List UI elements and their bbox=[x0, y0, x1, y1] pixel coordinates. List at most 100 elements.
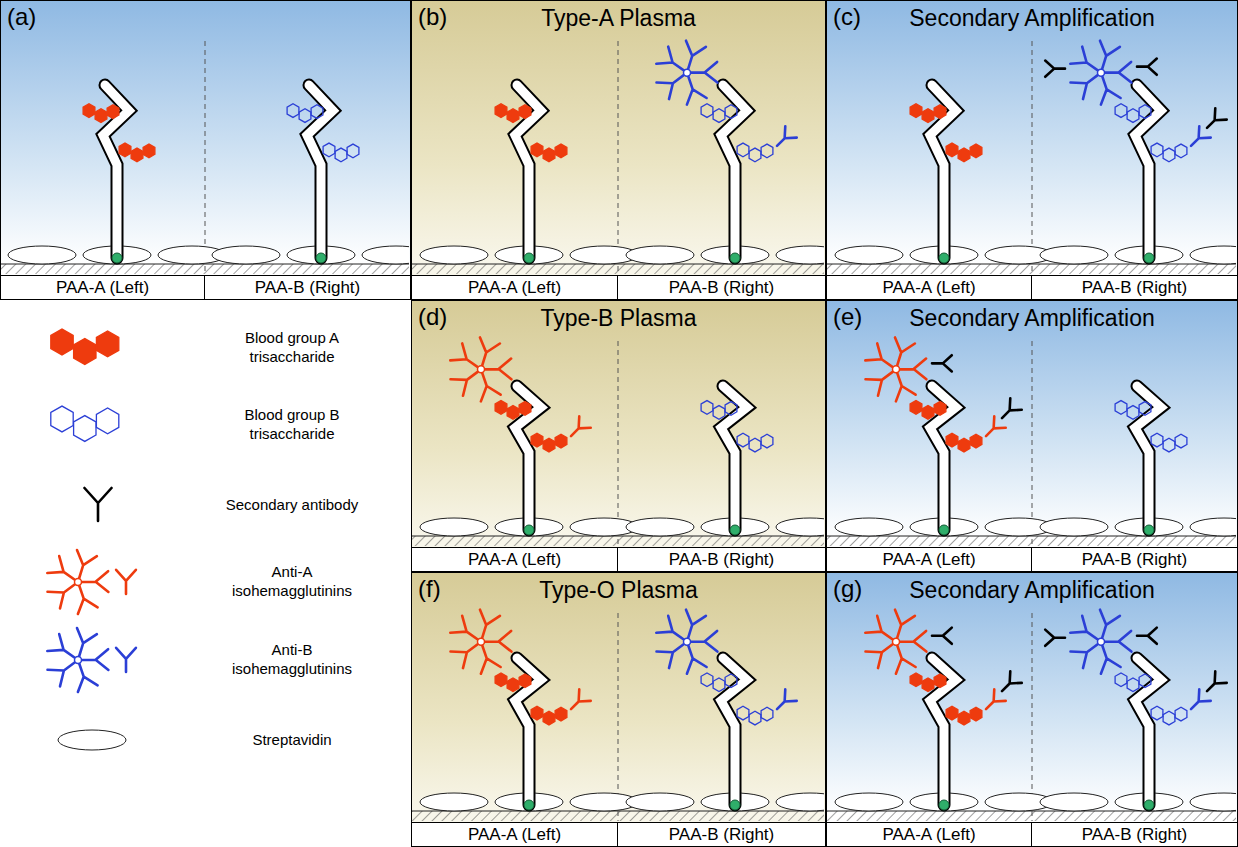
streptavidin bbox=[835, 518, 903, 536]
hexagon bbox=[1151, 143, 1163, 157]
antibody bbox=[1201, 671, 1226, 696]
antibody bbox=[1201, 108, 1226, 133]
hexagon bbox=[749, 148, 761, 162]
divider bbox=[1032, 341, 1033, 546]
legend-text: Anti-A isohemagglutinins bbox=[212, 563, 372, 601]
b-trisaccharide bbox=[737, 433, 773, 452]
paa-polymer bbox=[721, 85, 747, 258]
panel-letter: (c) bbox=[833, 3, 861, 31]
hexagon bbox=[701, 401, 713, 415]
b-trisaccharide bbox=[1115, 401, 1151, 420]
legend-samples bbox=[0, 300, 410, 847]
antibody-y bbox=[85, 488, 112, 521]
polymer-label: PAA-B (Right) bbox=[669, 550, 775, 570]
b-trisaccharide bbox=[323, 143, 359, 162]
antibody bbox=[996, 398, 1021, 423]
hexagon bbox=[1175, 144, 1187, 158]
streptavidin bbox=[420, 518, 488, 536]
b-trisaccharide bbox=[1115, 104, 1151, 123]
hexagon bbox=[1115, 401, 1127, 415]
paa-polymer-outline bbox=[721, 658, 747, 805]
igm-core bbox=[684, 638, 691, 645]
igm-core bbox=[1098, 638, 1105, 645]
hexagon bbox=[131, 148, 143, 162]
divider bbox=[618, 613, 619, 821]
paa-polymer bbox=[103, 85, 129, 258]
paa-polymer bbox=[515, 85, 541, 258]
antibody bbox=[85, 488, 112, 521]
panel-title: Secondary Amplification bbox=[827, 577, 1237, 604]
hexagon bbox=[749, 711, 761, 725]
streptavidin bbox=[58, 730, 126, 750]
a-trisaccharide bbox=[910, 673, 946, 692]
hexagon bbox=[701, 104, 713, 118]
polymer-label-box: PAA-A (Left) bbox=[412, 275, 618, 299]
hexagon bbox=[555, 144, 567, 158]
paa-polymer-outline bbox=[930, 386, 956, 530]
hexagon bbox=[519, 402, 531, 416]
antibody bbox=[771, 126, 796, 151]
b-trisaccharide bbox=[737, 706, 773, 725]
hexagon bbox=[922, 109, 934, 123]
b-trisaccharide bbox=[51, 406, 119, 441]
igm-arms bbox=[865, 337, 926, 401]
b-trisaccharide bbox=[1151, 143, 1187, 162]
polymer-label-box: PAA-A (Left) bbox=[1, 275, 205, 299]
paa-polymer-outline bbox=[103, 85, 129, 258]
antibody-y bbox=[771, 689, 796, 714]
a-trisaccharide bbox=[495, 673, 531, 692]
biotin-dot bbox=[730, 525, 740, 535]
polymer-label-box: PAA-A (Left) bbox=[412, 547, 618, 571]
biotin-dot bbox=[939, 253, 949, 263]
a-trisaccharide bbox=[531, 706, 567, 725]
a-trisaccharide bbox=[946, 143, 982, 162]
polymer-label: PAA-B (Right) bbox=[1082, 278, 1188, 298]
biotin-dot bbox=[524, 253, 534, 263]
igm-arms bbox=[865, 610, 926, 674]
legend-text: Anti-B isohemagglutinins bbox=[212, 641, 372, 679]
hexagon bbox=[934, 674, 946, 688]
igm-arms bbox=[1070, 41, 1131, 105]
hexagon bbox=[701, 673, 713, 687]
igm-pentamer bbox=[656, 610, 717, 674]
antibody bbox=[1137, 59, 1157, 75]
biotin-dot bbox=[524, 525, 534, 535]
panel-letter: (a) bbox=[7, 3, 36, 31]
figure-panel: (a)PAA-A (Left)PAA-B (Right) bbox=[0, 0, 411, 300]
antibody-y bbox=[1045, 630, 1065, 646]
antibody-y bbox=[1185, 126, 1210, 151]
paa-polymer-outline bbox=[515, 85, 541, 258]
hexagon bbox=[335, 148, 347, 162]
panel-illustration bbox=[412, 573, 824, 845]
paa-polymer bbox=[1135, 386, 1161, 530]
hexagon bbox=[946, 433, 958, 447]
polymer-label: PAA-B (Right) bbox=[1082, 825, 1188, 845]
hexagon bbox=[74, 339, 96, 365]
b-trisaccharide bbox=[701, 673, 737, 692]
streptavidin bbox=[835, 246, 903, 264]
igm-arms bbox=[1070, 610, 1131, 674]
antibody bbox=[116, 648, 136, 672]
antibody bbox=[980, 416, 1005, 441]
hexagon bbox=[934, 402, 946, 416]
paa-polymer-outline bbox=[721, 386, 747, 530]
b-trisaccharide bbox=[287, 104, 323, 123]
legend-text: Streptavidin bbox=[212, 731, 372, 750]
hexagon bbox=[946, 706, 958, 720]
hexagon bbox=[910, 401, 922, 415]
streptavidin bbox=[1040, 246, 1108, 264]
hexagon bbox=[958, 711, 970, 725]
panel-illustration bbox=[827, 573, 1236, 845]
polymer-label-box: PAA-B (Right) bbox=[1032, 275, 1237, 299]
igm-core bbox=[1098, 69, 1105, 76]
hexagon bbox=[519, 674, 531, 688]
streptavidin bbox=[362, 246, 409, 264]
hexagon bbox=[725, 105, 737, 119]
antibody-y bbox=[1201, 671, 1226, 696]
streptavidin bbox=[8, 246, 76, 264]
panel-title: Secondary Amplification bbox=[827, 305, 1237, 332]
igm-pentamer bbox=[450, 337, 511, 401]
panel-illustration bbox=[412, 1, 824, 298]
divider bbox=[618, 41, 619, 274]
divider bbox=[205, 41, 206, 274]
